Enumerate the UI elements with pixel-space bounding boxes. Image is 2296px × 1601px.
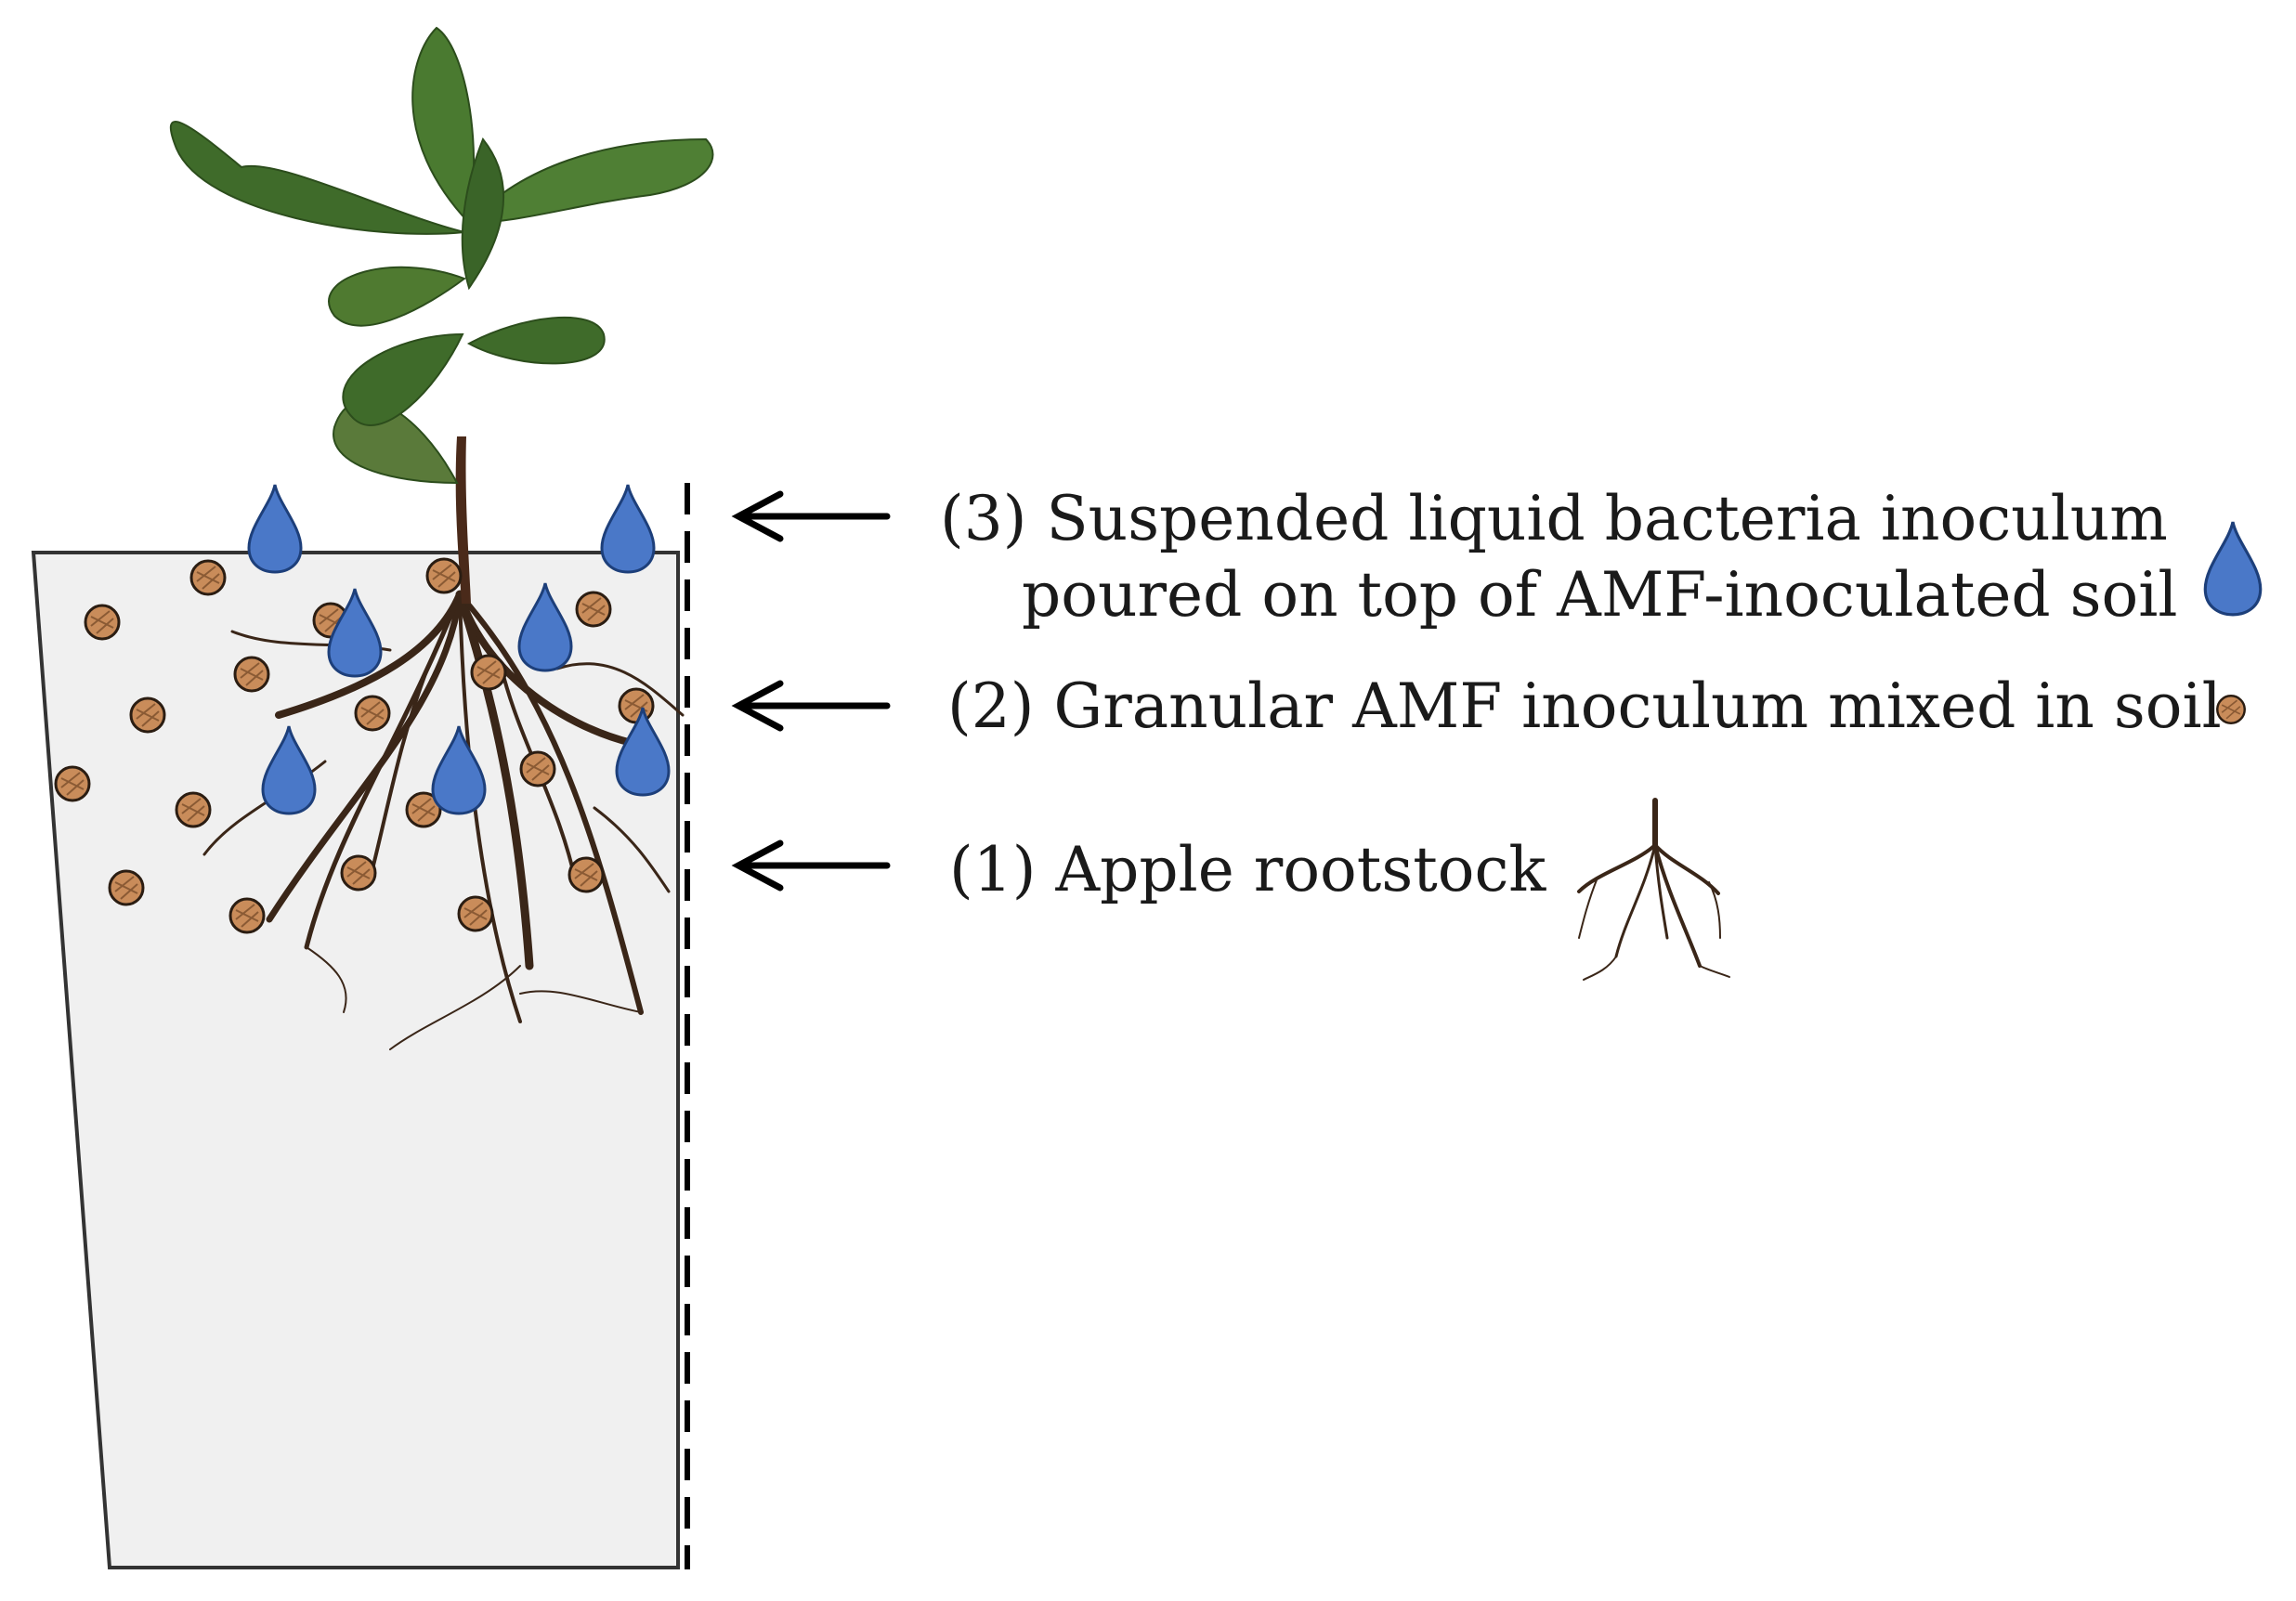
amf-granule bbox=[618, 687, 655, 724]
pot-body bbox=[31, 551, 680, 1569]
amf-granule bbox=[519, 750, 556, 787]
label-step3-line1: (3) Suspended liquid bacteria inoculum bbox=[940, 483, 2168, 554]
arrow-step1 bbox=[731, 840, 891, 892]
plant-stem bbox=[455, 436, 471, 604]
amf-granule bbox=[567, 856, 605, 893]
amf-granule bbox=[470, 654, 507, 691]
apple-plant bbox=[169, 26, 714, 1050]
plant-leaves bbox=[169, 26, 714, 485]
amf-granule bbox=[354, 695, 391, 732]
amf-granule bbox=[228, 897, 266, 934]
label-step1: (1) Apple rootstock bbox=[949, 834, 1546, 905]
amf-granule bbox=[233, 656, 270, 693]
label-step2: (2) Granular AMF inoculum mixed in soil bbox=[947, 670, 2222, 742]
amf-granule bbox=[340, 854, 377, 892]
amf-granule bbox=[54, 765, 91, 802]
amf-granule bbox=[575, 591, 612, 628]
water-drop-icon bbox=[247, 483, 303, 574]
amf-granule bbox=[175, 791, 212, 828]
water-drop-icon bbox=[600, 483, 656, 574]
amf-granule bbox=[457, 895, 494, 932]
water-drop-icon bbox=[2203, 520, 2263, 617]
arrow-step3 bbox=[731, 490, 891, 542]
label-step3-line2: poured on top of AMF-inoculated soil bbox=[1022, 559, 2178, 631]
amf-granule bbox=[84, 604, 121, 641]
amf-granule bbox=[189, 559, 227, 596]
plant-roots bbox=[202, 590, 685, 1050]
amf-granule bbox=[129, 696, 166, 734]
amf-granule bbox=[425, 557, 463, 594]
amf-granule bbox=[108, 869, 145, 906]
arrow-step2 bbox=[731, 680, 891, 732]
rootstock-icon bbox=[1577, 798, 1730, 981]
callout-arrows bbox=[731, 490, 891, 892]
